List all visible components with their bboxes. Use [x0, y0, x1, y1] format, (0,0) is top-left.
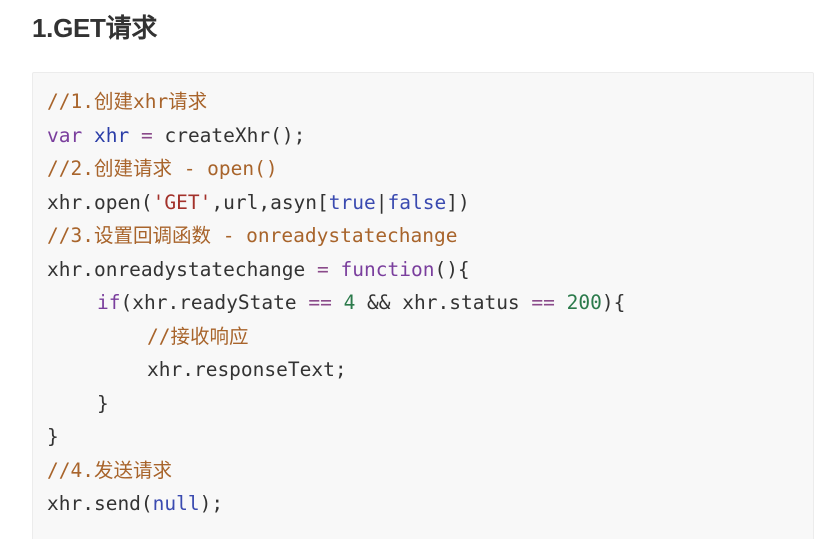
code-space [332, 291, 344, 314]
code-line-6: xhr.onreadystatechange = function(){ [47, 253, 625, 287]
code-operator: == [308, 291, 332, 314]
code-text: xhr.responseText; [147, 358, 347, 381]
code-text: xhr.open( [47, 190, 153, 214]
code-variable: xhr [93, 123, 130, 147]
code-line-9: xhr.responseText; [47, 353, 625, 387]
code-comment: //4.发送请求 [47, 458, 172, 482]
code-atom: false [387, 190, 447, 214]
code-line-11: } [47, 420, 625, 454]
code-space [82, 124, 94, 147]
code-keyword: if [97, 291, 121, 314]
code-space [329, 258, 341, 281]
code-block[interactable]: //1.创建xhr请求 var xhr = createXhr(); //2.创… [32, 72, 814, 539]
code-number: 200 [566, 291, 602, 314]
code-text: (xhr.readyState [120, 291, 309, 314]
code-text: | [375, 190, 388, 214]
code-number: 4 [343, 291, 356, 314]
code-comment: //接收响应 [147, 324, 249, 348]
code-text: xhr.send( [47, 492, 153, 515]
code-content: //1.创建xhr请求 var xhr = createXhr(); //2.创… [47, 85, 625, 521]
code-string: 'GET' [152, 190, 212, 214]
code-comment: //1.创建xhr请求 [47, 90, 208, 113]
code-line-12: //4.发送请求 [47, 454, 625, 488]
code-text: ); [199, 492, 224, 515]
code-atom: null [152, 492, 200, 515]
code-text: } [47, 425, 59, 448]
code-operator: = [317, 257, 329, 281]
code-text: createXhr(); [152, 123, 306, 147]
code-text: && xhr.status [355, 291, 532, 314]
code-text: } [97, 391, 109, 415]
code-text: ,url,asyn[ [211, 190, 329, 214]
code-line-5: //3.设置回调函数 - onreadystatechange [47, 219, 625, 253]
code-text: (){ [434, 257, 470, 281]
code-space [555, 291, 567, 314]
section-heading: 1.GET请求 [32, 13, 158, 43]
code-operator: = [140, 123, 153, 147]
code-space [129, 124, 141, 147]
code-comment: //2.创建请求 - open() [47, 157, 278, 180]
code-line-7: if(xhr.readyState == 4 && xhr.status == … [47, 286, 625, 320]
code-comment: //3.设置回调函数 - onreadystatechange [47, 224, 458, 247]
code-text: ]) [446, 190, 470, 214]
code-line-4: xhr.open('GET',url,asyn[true|false]) [47, 186, 625, 220]
code-keyword: var [47, 123, 83, 147]
code-text: xhr.onreadystatechange [47, 257, 318, 281]
code-line-1: //1.创建xhr请求 [47, 85, 625, 119]
code-text: ){ [601, 291, 626, 314]
code-line-8: //接收响应 [47, 320, 625, 354]
code-atom: true [328, 190, 376, 214]
code-line-13: xhr.send(null); [47, 487, 625, 521]
code-line-2: var xhr = createXhr(); [47, 119, 625, 153]
code-keyword: function [340, 257, 435, 281]
code-operator: == [531, 291, 555, 314]
code-line-3: //2.创建请求 - open() [47, 152, 625, 186]
code-line-10: } [47, 387, 625, 421]
